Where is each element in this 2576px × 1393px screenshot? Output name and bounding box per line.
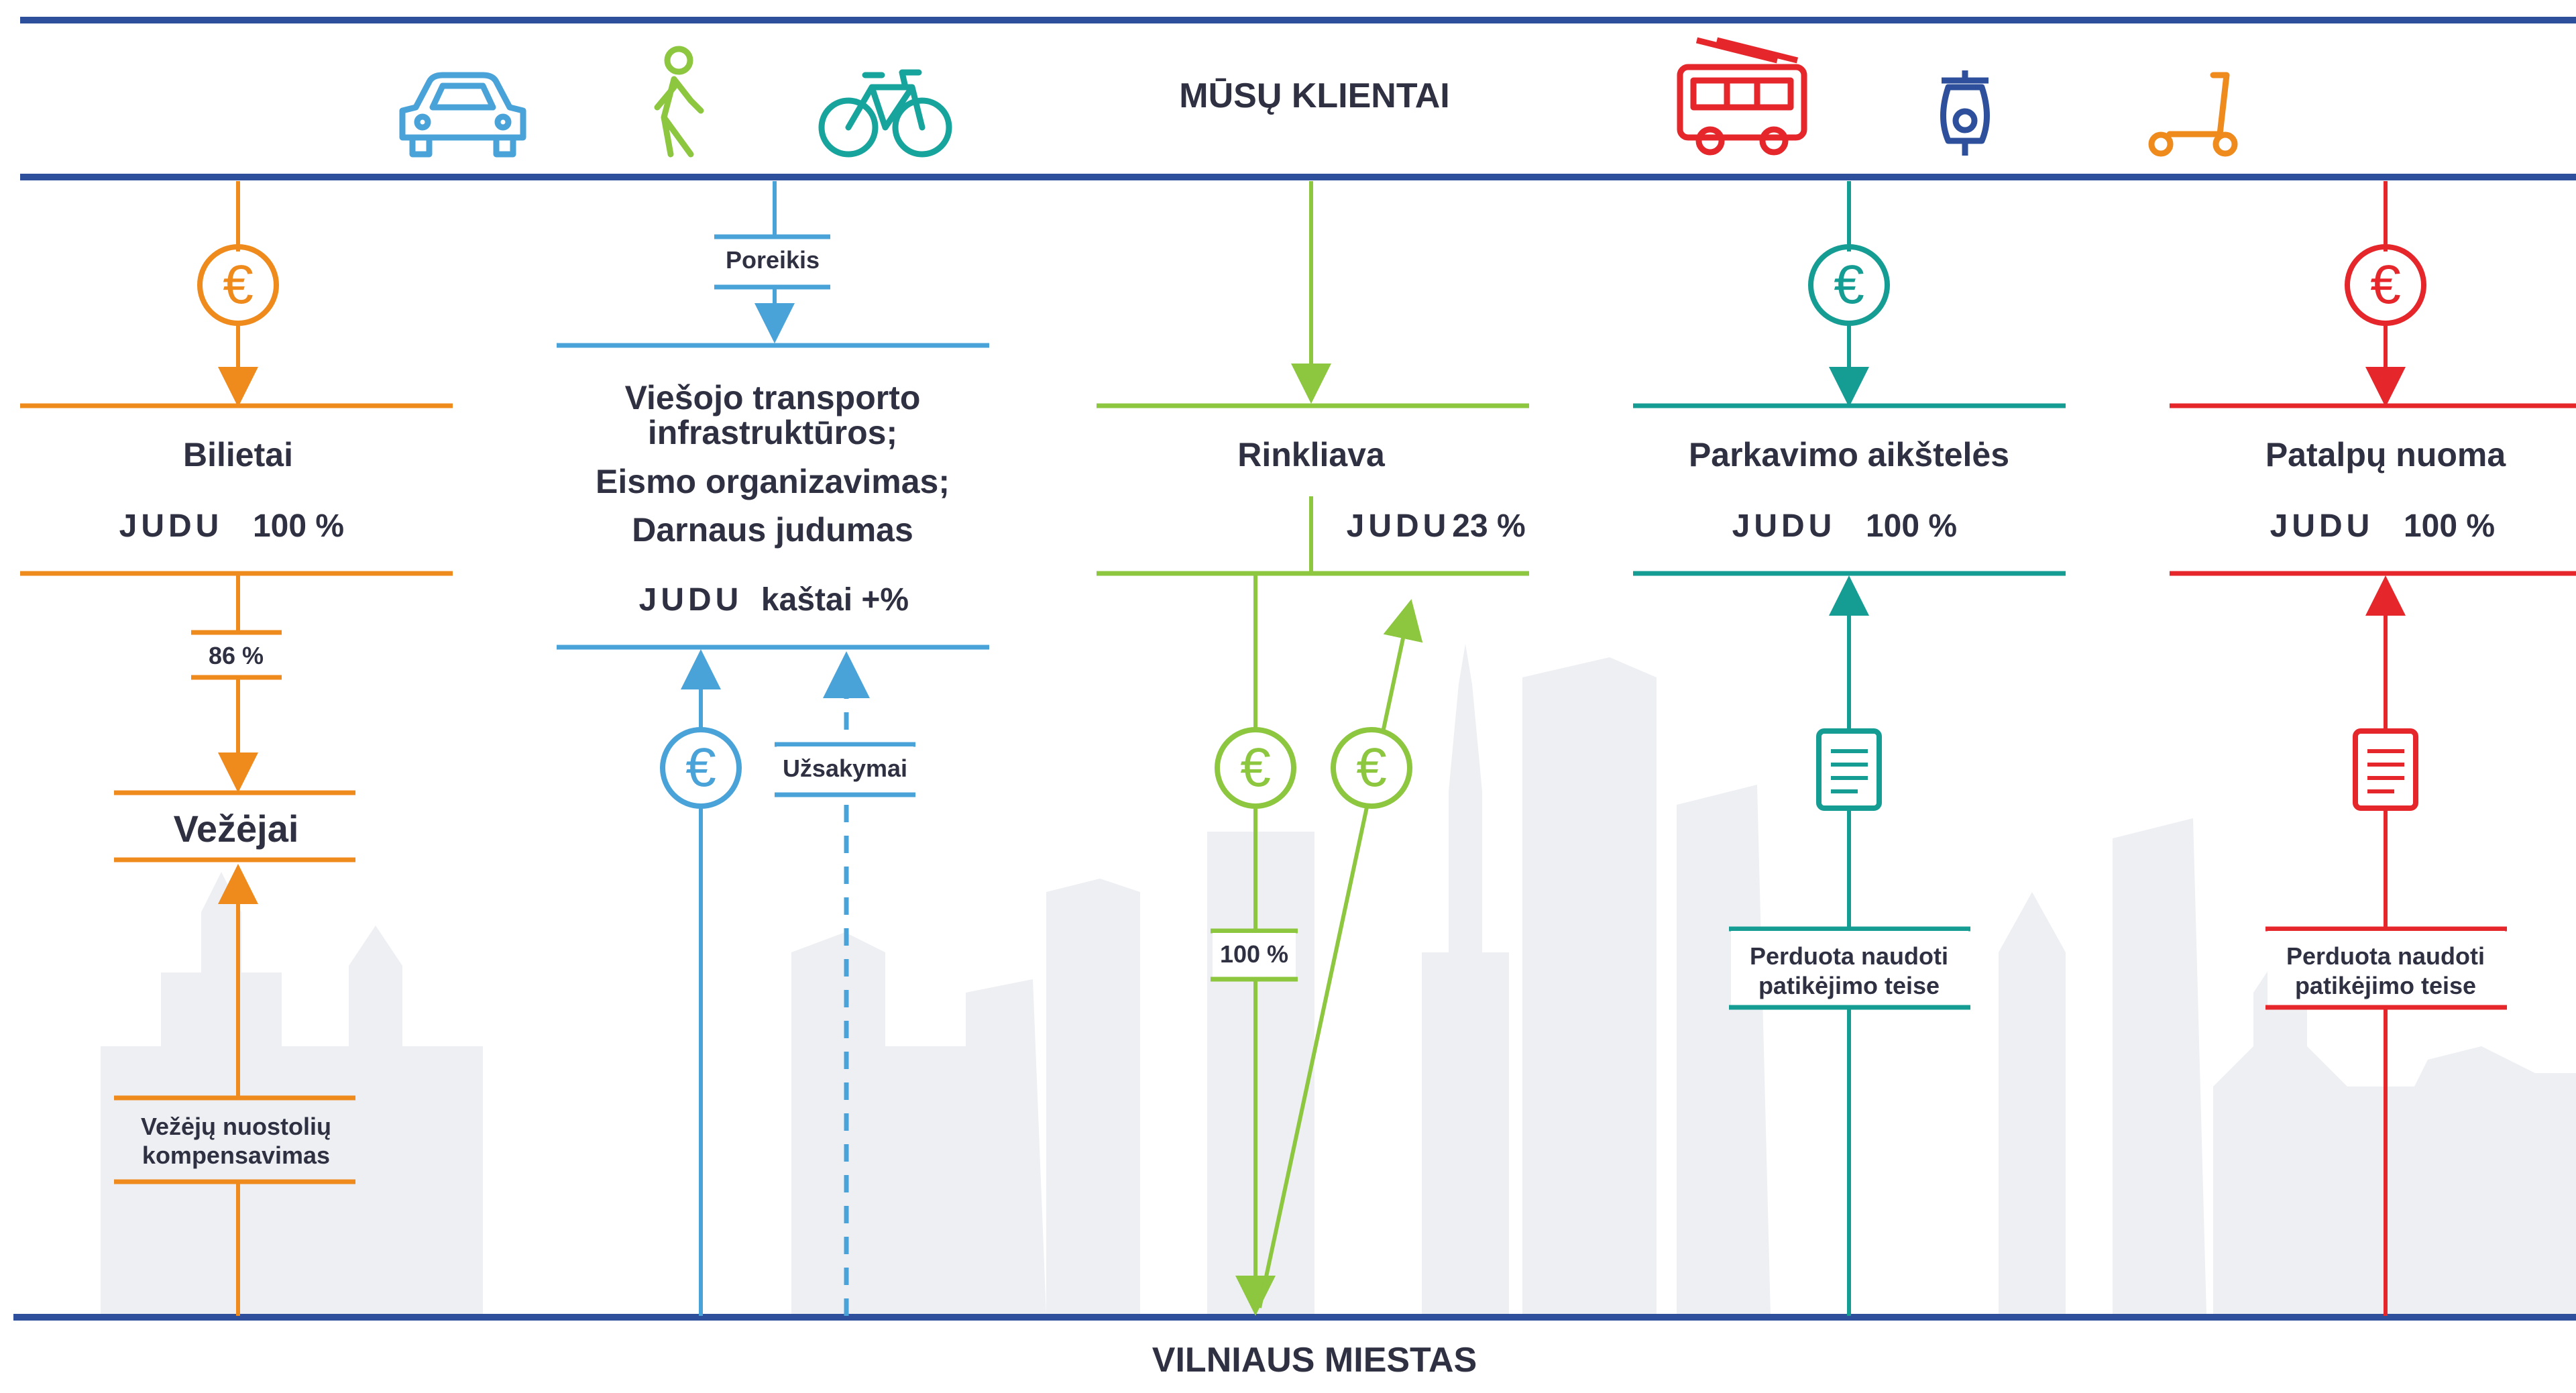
carriers-label: Vežėjai bbox=[174, 807, 299, 850]
scooter-icon bbox=[1940, 70, 1990, 156]
infra-costs: kaštai +% bbox=[761, 582, 909, 618]
infra-line2: infrastruktūros; bbox=[648, 414, 897, 451]
judu-logo: JUDU bbox=[119, 508, 223, 544]
kick-scooter-icon bbox=[2148, 72, 2238, 157]
judu-logo: JUDU bbox=[2270, 508, 2374, 544]
bilietai-split-label: 86 % bbox=[209, 642, 264, 669]
bilietai-share: 100 % bbox=[253, 508, 344, 544]
footer-title: VILNIAUS MIESTAS bbox=[1152, 1341, 1477, 1380]
orders-label: Užsakymai bbox=[783, 755, 907, 782]
pedestrian-icon bbox=[654, 46, 704, 158]
column-infrastructure: Poreikis Viešojo transporto infrastruktū… bbox=[557, 181, 989, 1316]
car-icon bbox=[399, 72, 526, 158]
euro-symbol: € bbox=[1356, 737, 1387, 798]
city-share-label: 100 % bbox=[1220, 940, 1288, 968]
rent-share: 100 % bbox=[2404, 508, 2495, 544]
compensation-label-line2: kompensavimas bbox=[142, 1141, 330, 1169]
judu-logo: JUDU bbox=[1732, 508, 1836, 544]
rent-note-line2: patikėjimo teise bbox=[2295, 972, 2476, 999]
parking-share: 100 % bbox=[1866, 508, 1957, 544]
euro-symbol: € bbox=[223, 254, 254, 315]
euro-symbol: € bbox=[1834, 254, 1864, 315]
judu-logo: JUDU bbox=[639, 582, 743, 618]
euro-symbol: € bbox=[2370, 254, 2401, 315]
need-label: Poreikis bbox=[726, 246, 820, 274]
compensation-label-line1: Vežėjų nuostolių bbox=[141, 1113, 331, 1140]
euro-symbol: € bbox=[1240, 737, 1271, 798]
document-icon bbox=[1816, 728, 1882, 811]
rinkliava-share: 23 % bbox=[1452, 508, 1525, 544]
parking-note-line1: Perduota naudoti bbox=[1750, 942, 1948, 970]
infra-line3: Eismo organizavimas; bbox=[596, 463, 950, 500]
rent-title: Patalpų nuoma bbox=[2265, 436, 2507, 473]
euro-symbol: € bbox=[685, 737, 716, 798]
infra-line1: Viešojo transporto bbox=[625, 379, 921, 416]
bilietai-title: Bilietai bbox=[183, 436, 293, 473]
judu-logo: JUDU bbox=[1347, 508, 1451, 544]
infra-line4: Darnaus judumas bbox=[632, 511, 913, 549]
parking-title: Parkavimo aikštelės bbox=[1689, 436, 2009, 473]
city-skyline-background bbox=[101, 644, 2576, 1315]
column-parking: € Parkavimo aikštelės JUDU 100 % Perduot… bbox=[1633, 181, 2066, 1316]
document-icon bbox=[2353, 728, 2418, 811]
column-bilietai: € Bilietai JUDU 100 % 86 % Vežėjai Vežėj… bbox=[20, 181, 453, 1316]
parking-note-line2: patikėjimo teise bbox=[1758, 972, 1940, 999]
euro-icon bbox=[1331, 727, 1412, 809]
euro-icon bbox=[660, 727, 742, 809]
column-rinkliava: Rinkliava JUDU 23 % € € 100 % bbox=[1097, 181, 1529, 1316]
trolleybus-icon bbox=[1677, 37, 1807, 156]
bicycle-icon bbox=[818, 69, 952, 158]
euro-icon bbox=[1215, 727, 1296, 809]
header-title: MŪSŲ KLIENTAI bbox=[1179, 76, 1449, 115]
rent-note-line1: Perduota naudoti bbox=[2286, 942, 2485, 970]
rinkliava-title: Rinkliava bbox=[1237, 436, 1386, 473]
column-rent: € Patalpų nuoma JUDU 100 % Perduota naud… bbox=[2170, 181, 2576, 1316]
